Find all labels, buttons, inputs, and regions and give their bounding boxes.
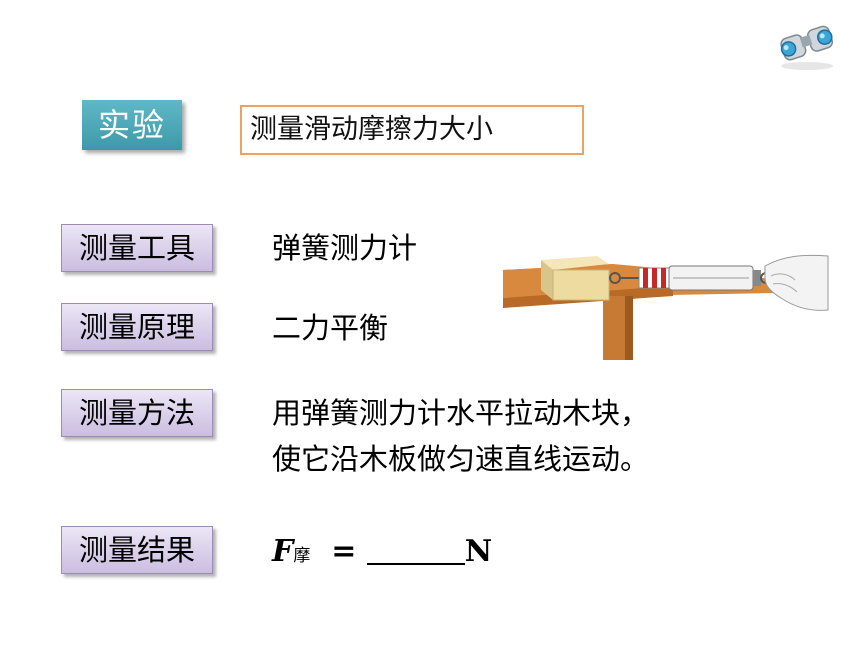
value-principle: 二力平衡 bbox=[272, 311, 389, 345]
label-result: 测量结果 bbox=[61, 526, 213, 574]
binoculars-icon bbox=[776, 18, 838, 70]
method-line-1: 用弹簧测力计水平拉动木块， bbox=[272, 396, 650, 430]
formula-symbol: F bbox=[272, 534, 294, 569]
formula-unit: N bbox=[464, 534, 493, 569]
experiment-title: 测量滑动摩擦力大小 bbox=[240, 105, 584, 155]
experiment-tag: 实验 bbox=[82, 100, 182, 150]
experiment-illustration bbox=[503, 226, 833, 360]
formula-subscript: 摩 bbox=[293, 546, 311, 566]
formula-equals: = bbox=[331, 534, 357, 569]
value-tool: 弹簧测力计 bbox=[272, 231, 418, 265]
label-method: 测量方法 bbox=[61, 389, 213, 437]
label-tool: 测量工具 bbox=[61, 224, 213, 272]
label-principle: 测量原理 bbox=[61, 303, 213, 351]
value-method: 用弹簧测力计水平拉动木块， 使它沿木板做匀速直线运动。 bbox=[272, 390, 649, 482]
result-formula: F摩 = N bbox=[272, 530, 492, 578]
answer-blank[interactable] bbox=[366, 533, 465, 565]
method-line-2: 使它沿木板做匀速直线运动。 bbox=[272, 442, 650, 476]
